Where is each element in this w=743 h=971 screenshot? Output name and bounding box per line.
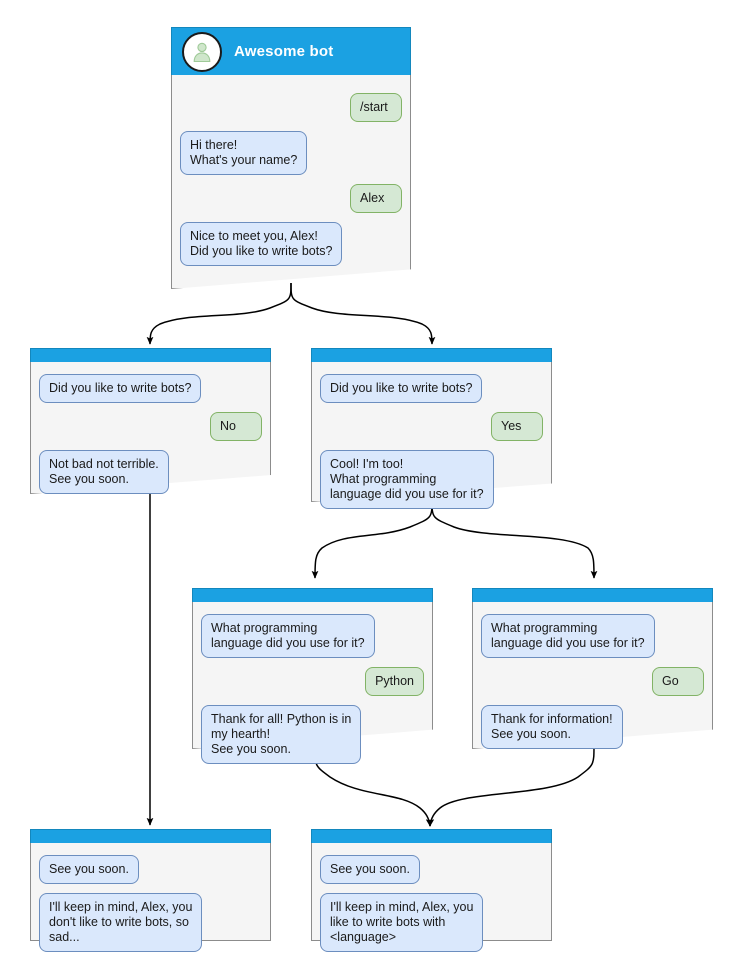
edge-yes-to-go xyxy=(431,499,598,579)
message-row: Nice to meet you, Alex! Did you like to … xyxy=(180,222,402,266)
bot-bubble: What programming language did you use fo… xyxy=(201,614,375,658)
bot-bubble: See you soon. xyxy=(39,855,139,884)
edge-go-to-end-happy xyxy=(427,744,595,827)
message-row: No xyxy=(39,412,262,441)
message-row: Did you like to write bots? xyxy=(320,374,543,403)
bot-bubble: Nice to meet you, Alex! Did you like to … xyxy=(180,222,343,266)
card-messages: See you soon. I'll keep in mind, Alex, y… xyxy=(311,845,552,952)
user-bubble: Yes xyxy=(491,412,543,441)
bot-bubble: Thank for all! Python is in my hearth! S… xyxy=(201,705,362,764)
message-row: Thank for all! Python is in my hearth! S… xyxy=(201,705,424,764)
message-row: What programming language did you use fo… xyxy=(201,614,424,658)
edge-start-to-no xyxy=(146,282,292,345)
bot-bubble: Not bad not terrible. See you soon. xyxy=(39,450,169,494)
card-titlebar xyxy=(30,348,271,362)
edge-start-to-yes xyxy=(290,282,436,345)
message-row: Python xyxy=(201,667,424,696)
message-row: Yes xyxy=(320,412,543,441)
message-row: I'll keep in mind, Alex, you don't like … xyxy=(39,893,262,952)
user-bubble: No xyxy=(210,412,262,441)
message-row: Go xyxy=(481,667,704,696)
message-row: I'll keep in mind, Alex, you like to wri… xyxy=(320,893,543,952)
edge-yes-to-python xyxy=(311,499,433,579)
card-titlebar xyxy=(311,829,552,843)
message-row: Thank for information! See you soon. xyxy=(481,705,704,749)
card-titlebar xyxy=(472,588,713,602)
bot-bubble: What programming language did you use fo… xyxy=(481,614,655,658)
bot-bubble: Did you like to write bots? xyxy=(39,374,202,403)
card-messages: What programming language did you use fo… xyxy=(472,604,713,749)
user-bubble: /start xyxy=(350,93,402,122)
card-titlebar xyxy=(311,348,552,362)
card-messages: /start Hi there! What's your name? Alex … xyxy=(171,83,411,266)
card-messages: Did you like to write bots? No Not bad n… xyxy=(30,364,271,494)
chat-card-start[interactable]: Awesome bot /start Hi there! What's your… xyxy=(171,27,411,289)
bot-title: Awesome bot xyxy=(234,43,334,60)
chat-card-end-sad[interactable]: See you soon. I'll keep in mind, Alex, y… xyxy=(30,829,271,952)
chat-card-lang-python[interactable]: What programming language did you use fo… xyxy=(192,588,433,764)
message-row: Hi there! What's your name? xyxy=(180,131,402,175)
bot-bubble: Did you like to write bots? xyxy=(320,374,483,403)
card-messages: What programming language did you use fo… xyxy=(192,604,433,764)
message-row: Alex xyxy=(180,184,402,213)
bot-avatar-icon xyxy=(182,31,222,72)
bot-bubble: Cool! I'm too! What programming language… xyxy=(320,450,494,509)
bot-bubble: I'll keep in mind, Alex, you like to wri… xyxy=(320,893,484,952)
card-messages: Did you like to write bots? Yes Cool! I'… xyxy=(311,364,552,509)
user-bubble: Python xyxy=(365,667,424,696)
card-titlebar xyxy=(30,829,271,843)
message-row: Cool! I'm too! What programming language… xyxy=(320,450,543,509)
user-bubble: Alex xyxy=(350,184,402,213)
message-row: /start xyxy=(180,93,402,122)
message-row: Did you like to write bots? xyxy=(39,374,262,403)
bot-bubble: I'll keep in mind, Alex, you don't like … xyxy=(39,893,203,952)
message-row: See you soon. xyxy=(39,855,262,884)
message-row: Not bad not terrible. See you soon. xyxy=(39,450,262,494)
bot-bubble: See you soon. xyxy=(320,855,420,884)
chat-card-lang-go[interactable]: What programming language did you use fo… xyxy=(472,588,713,749)
card-titlebar xyxy=(192,588,433,602)
user-bubble: Go xyxy=(652,667,704,696)
chat-card-end-happy[interactable]: See you soon. I'll keep in mind, Alex, y… xyxy=(311,829,552,952)
chat-card-answer-no[interactable]: Did you like to write bots? No Not bad n… xyxy=(30,348,271,494)
message-row: See you soon. xyxy=(320,855,543,884)
chat-card-answer-yes[interactable]: Did you like to write bots? Yes Cool! I'… xyxy=(311,348,552,509)
bot-bubble: Hi there! What's your name? xyxy=(180,131,308,175)
card-messages: See you soon. I'll keep in mind, Alex, y… xyxy=(30,845,271,952)
bot-bubble: Thank for information! See you soon. xyxy=(481,705,623,749)
message-row: What programming language did you use fo… xyxy=(481,614,704,658)
card-titlebar: Awesome bot xyxy=(171,27,411,75)
